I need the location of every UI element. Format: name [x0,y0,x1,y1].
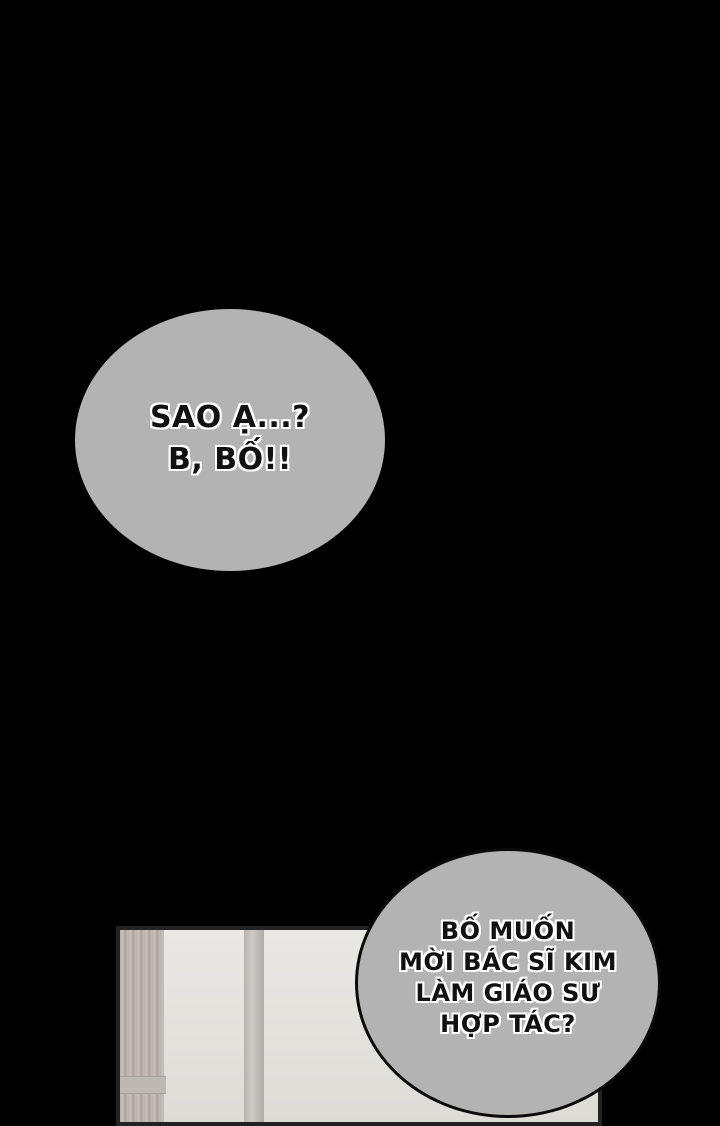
window-pillar-illustration [244,930,264,1122]
speech-bubble-2-text: BỐ MUỐN MỜI BÁC SĨ KIM LÀM GIÁO SƯ HỢP T… [399,916,617,1040]
speech-line: SAO Ạ...? [149,400,311,435]
speech-line: HỢP TÁC? [440,1010,576,1038]
speech-bubble-2: BỐ MUỐN MỜI BÁC SĨ KIM LÀM GIÁO SƯ HỢP T… [355,848,661,1118]
speech-line: LÀM GIÁO SƯ [415,979,601,1007]
speech-line: B, BỐ!! [168,442,292,477]
speech-line: BỐ MUỐN [440,917,576,945]
curtain-tie-illustration [120,1076,166,1094]
speech-bubble-1-text: SAO Ạ...? B, BỐ!! [150,397,310,481]
speech-bubble-1: SAO Ạ...? B, BỐ!! [72,306,388,574]
speech-line: MỜI BÁC SĨ KIM [399,948,617,976]
